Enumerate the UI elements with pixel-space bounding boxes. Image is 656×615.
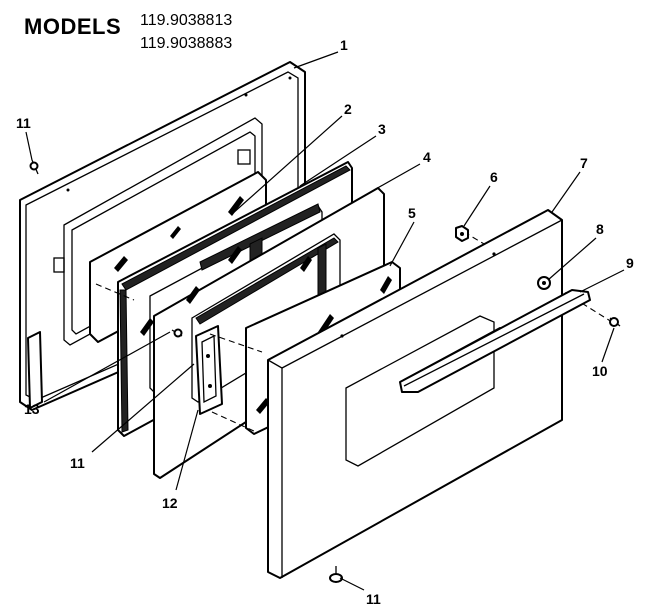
screw-part-11-top [29,159,39,175]
screw-part-11-mid [171,328,183,338]
callout-11-bottom: 11 [366,591,381,607]
nut-part-6 [455,225,469,242]
callouts: 1 2 3 4 5 6 7 8 9 10 11 11 11 12 13 [16,37,634,607]
callout-10: 10 [592,363,608,379]
callout-13: 13 [24,401,40,417]
screw-part-11-bottom [329,566,343,583]
callout-8: 8 [596,221,604,237]
callout-5: 5 [408,205,416,221]
callout-4: 4 [423,149,431,165]
callout-6: 6 [490,169,498,185]
model-number-1: 119.9038813 [140,12,233,29]
screw-part-10 [609,317,621,327]
models-label: MODELS [24,14,122,39]
callout-1: 1 [340,37,348,53]
callout-11-mid: 11 [70,455,85,471]
callout-11-top: 11 [16,115,31,131]
glass-retainer-bracket [195,325,223,415]
callout-7: 7 [580,155,588,171]
callout-3: 3 [378,121,386,137]
callout-9: 9 [626,255,634,271]
door-handle [399,289,591,393]
callout-2: 2 [344,101,352,117]
leader-lines [25,51,625,591]
model-number-2: 119.9038883 [140,35,233,52]
callout-12: 12 [162,495,178,511]
washer-part-8 [537,276,551,290]
